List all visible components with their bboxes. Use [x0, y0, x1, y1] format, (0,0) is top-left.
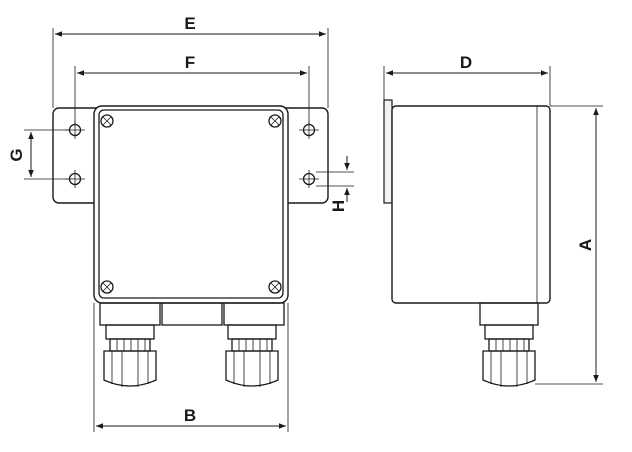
side-boss — [479, 302, 539, 326]
bottom-boss — [161, 302, 223, 326]
dimension-h: H — [316, 156, 354, 212]
cable-gland-icon — [482, 324, 536, 387]
dimension-g-label: G — [7, 148, 26, 161]
housing-lid — [98, 109, 284, 299]
cable-gland-icon — [225, 324, 279, 387]
bottom-boss — [99, 302, 161, 326]
dimension-e-label: E — [184, 14, 195, 33]
dimension-g: G — [7, 129, 69, 180]
dimension-d-label: D — [460, 53, 472, 72]
side-flange — [383, 99, 393, 204]
screw-icon — [100, 114, 282, 294]
side-view — [383, 99, 551, 387]
dimension-b-label: B — [184, 406, 196, 425]
dimension-f-label: F — [185, 53, 195, 72]
housing-outer — [93, 105, 289, 304]
dimension-d: D — [383, 53, 551, 106]
dimension-h-label: H — [329, 200, 348, 212]
dimension-e: E — [52, 14, 329, 108]
dimension-f: F — [74, 53, 310, 124]
side-housing — [391, 105, 551, 304]
dimension-b: B — [93, 303, 289, 432]
dimension-a: A — [535, 105, 603, 385]
dimension-a-label: A — [576, 239, 595, 251]
cable-gland-icon — [103, 324, 157, 387]
front-view — [52, 105, 329, 387]
bottom-boss — [223, 302, 285, 326]
